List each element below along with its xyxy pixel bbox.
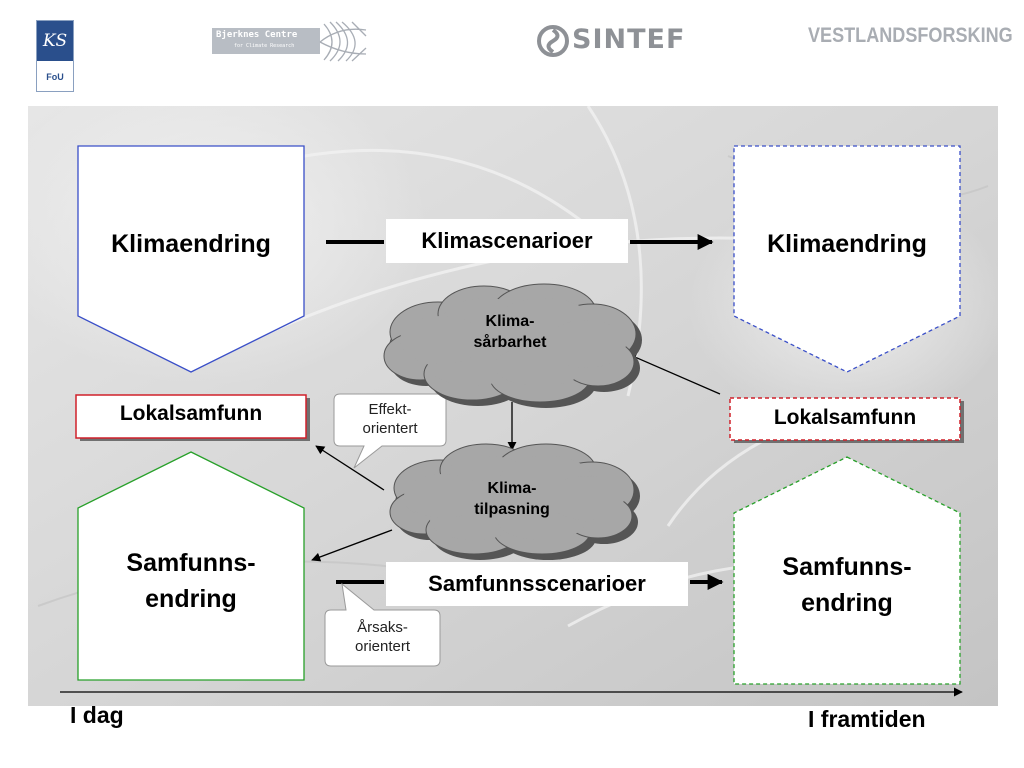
samfunnsendring-today-label-line2: endring	[145, 585, 237, 613]
arsaks-orientert-callout-shape	[324, 582, 441, 667]
klimaendring-future-shape	[733, 145, 961, 373]
logo-bar: KS FoU Bjerknes Centre for Climate Resea…	[0, 0, 1024, 100]
arsaks-callout-label-line2: orientert	[354, 638, 411, 655]
vulnerability-cloud-label-line1: Klima-	[485, 313, 535, 330]
adaptation-to-samfunnsendring-arrow	[311, 529, 393, 562]
bjerknes-swirl-icon	[319, 21, 367, 62]
ks-logo-text: KS	[37, 21, 73, 61]
bjerknes-logo-subtitle: for Climate Research	[234, 43, 295, 49]
lokalsamfunn-today-box	[75, 394, 307, 439]
samfunnsendring-today-shape	[77, 451, 305, 681]
bjerknes-logo-box: Bjerknes Centre for Climate Research	[212, 28, 320, 54]
klimaendring-future-label: Klimaendring	[767, 230, 927, 258]
lokalsamfunn-future-box	[729, 397, 961, 441]
samfunnsendring-future-label-line1: Samfunns-	[782, 553, 912, 581]
samfunnsscenarioer-label: Samfunnsscenarioer	[386, 562, 688, 606]
klimaendring-today-label: Klimaendring	[111, 230, 271, 258]
adaptation-to-lokalsamfunn-arrow	[315, 445, 385, 491]
klima-tilpasning-cloud	[389, 443, 640, 560]
klima-sarbarhet-cloud	[383, 283, 642, 408]
lokalsamfunn-today-label: Lokalsamfunn	[119, 402, 263, 425]
vulnerability-cloud-label-line2: sårbarhet	[473, 334, 547, 351]
time-axis-start-label: I dag	[70, 702, 124, 728]
klimascenarioer-label: Klimascenarioer	[386, 219, 628, 263]
bjerknes-centre-logo: Bjerknes Centre for Climate Research	[212, 20, 368, 62]
sintef-emblem-icon	[537, 25, 569, 57]
time-axis-end-label: I framtiden	[808, 706, 926, 732]
lokalsamfunn-future-label: Lokalsamfunn	[773, 406, 917, 429]
vestlandsforsking-logo: VESTLANDSFORSKING	[808, 24, 1013, 47]
ks-fou-logo: KS FoU	[36, 20, 74, 92]
effekt-callout-label-line2: orientert	[362, 420, 418, 437]
sintef-logo-text: SINTEF	[572, 24, 686, 55]
fou-logo-text: FoU	[46, 72, 64, 82]
klimaendring-today-shape	[77, 145, 305, 373]
bjerknes-logo-title: Bjerknes Centre	[216, 30, 298, 40]
samfunnsendring-future-label-line2: endring	[801, 589, 893, 617]
adaptation-cloud-label-line2: tilpasning	[474, 501, 550, 518]
arsaks-callout-label-line1: Årsaks-	[357, 619, 408, 636]
local-future-to-vulnerability-arrow	[627, 353, 721, 395]
adaptation-cloud-label-line1: Klima-	[487, 480, 537, 497]
samfunnsendring-today-label-line1: Samfunns-	[126, 549, 256, 577]
samfunnsendring-future-shape	[733, 456, 961, 685]
effekt-callout-label-line1: Effekt-	[368, 401, 412, 418]
